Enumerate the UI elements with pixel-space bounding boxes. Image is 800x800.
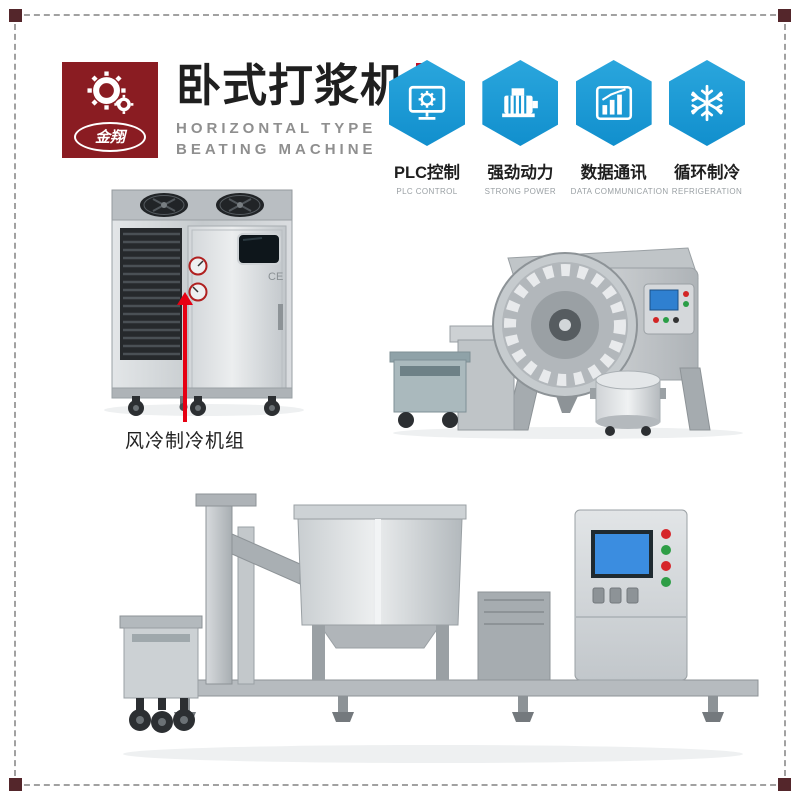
subtitle-line-2: BEATING MACHINE [176, 141, 377, 158]
brand-name: 金翔 [74, 121, 146, 152]
callout-label: 风冷制冷机组 [124, 431, 245, 452]
corner-mark-bottom-left [9, 778, 22, 791]
feature-item-data: 数据通讯 DATA COMMUNICATION [570, 60, 669, 196]
feature-item-cooling: 循环制冷 REFRIGERATION [664, 60, 750, 196]
corner-mark-top-right [778, 9, 791, 22]
ce-mark: CE [268, 271, 283, 283]
feature-label-en: REFRIGERATION [671, 187, 743, 196]
data-chart-icon [595, 85, 632, 121]
corner-mark-top-left [9, 9, 22, 22]
chiller-image: CE [92, 182, 310, 417]
feature-label-zh: 强劲动力 [487, 164, 554, 182]
feature-label-zh: 循环制冷 [673, 164, 740, 182]
feature-label-en: PLC CONTROL [396, 187, 458, 196]
beating-machine-line-image [88, 472, 773, 772]
feature-label-en: STRONG POWER [484, 187, 557, 196]
hexagon-badge [482, 60, 559, 146]
subtitle-line-1: HORIZONTAL TYPE [176, 120, 377, 137]
hexagon-badge [575, 60, 652, 146]
features-row: PLC控制 PLC CONTROL 强劲动力 STRONG POWER [384, 60, 750, 196]
hexagon-badge [389, 60, 465, 146]
feature-item-power: 强劲动力 STRONG POWER [477, 60, 563, 196]
brand-name-text: 金翔 [94, 130, 125, 146]
feature-label-en: DATA COMMUNICATION [570, 187, 669, 196]
motor-icon [502, 88, 539, 118]
callout-arrow-line [183, 304, 187, 422]
feature-label-zh: PLC控制 [394, 164, 460, 182]
page-title: 卧式打浆机 [176, 60, 407, 111]
beating-machine-image [388, 228, 765, 440]
snowflake-icon [691, 84, 723, 122]
hexagon-badge [668, 60, 745, 146]
brand-gear-icon [87, 70, 134, 114]
corner-mark-bottom-right [778, 778, 791, 791]
feature-item-plc: PLC控制 PLC CONTROL [384, 60, 470, 196]
plc-monitor-icon [408, 85, 446, 120]
brand-logo: 金翔 [62, 62, 158, 158]
feature-label-zh: 数据通讯 [580, 164, 647, 182]
callout-arrow [177, 292, 193, 305]
